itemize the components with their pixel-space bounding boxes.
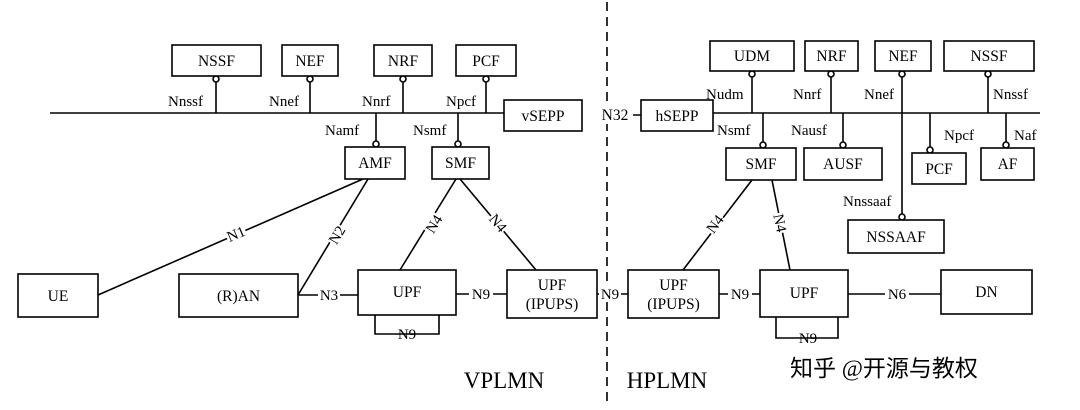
- interface-circles: [212, 70, 1010, 221]
- udm-label: UDM: [734, 48, 770, 65]
- h-smf-node[interactable]: SMF: [725, 147, 797, 181]
- watermark-text: 知乎 @开源与教权: [790, 356, 978, 381]
- n9-loop-v: [374, 315, 440, 335]
- vsepp-label: vSEPP: [521, 108, 564, 125]
- n9-v-loop-label: N9: [398, 327, 416, 343]
- v-upf-ipups-label-2: (IPUPS): [526, 296, 579, 313]
- n3-label: N3: [320, 288, 338, 304]
- ue-node[interactable]: UE: [17, 273, 99, 318]
- amf-node[interactable]: AMF: [344, 146, 406, 180]
- n9-v-label: N9: [472, 287, 490, 303]
- v-smf-label: SMF: [445, 155, 476, 172]
- h-upf-label: UPF: [790, 285, 819, 302]
- n32-label-bg: [597, 105, 633, 124]
- v-pcf-node[interactable]: PCF: [455, 44, 517, 77]
- v-smf-node[interactable]: SMF: [431, 146, 490, 180]
- dn-label: DN: [975, 284, 997, 301]
- dn-node[interactable]: DN: [940, 269, 1033, 315]
- h-smf-label: SMF: [745, 156, 776, 173]
- nssaaf-node[interactable]: NSSAAF: [847, 219, 945, 254]
- nssaaf-label: NSSAAF: [866, 229, 926, 246]
- n6-label-group: N6: [885, 286, 909, 303]
- h-nef-node[interactable]: NEF: [874, 40, 932, 72]
- udm-node[interactable]: UDM: [709, 40, 795, 72]
- h-upf-ipups-label-1: UPF: [659, 277, 688, 294]
- ausf-node[interactable]: AUSF: [803, 147, 883, 181]
- v-nssf-label: NSSF: [198, 53, 235, 70]
- n4-label-b: N4: [485, 211, 509, 236]
- n9-roam-label: N9: [601, 287, 619, 303]
- v-nef-node[interactable]: NEF: [281, 44, 339, 77]
- nnef-v-label: Nnef: [269, 94, 299, 110]
- n9-roam-label-group: N9: [599, 286, 621, 303]
- n9-label-v-group: N9: [469, 286, 493, 303]
- v-upf-ipups-node[interactable]: UPF (IPUPS): [506, 269, 598, 319]
- h-upf-node[interactable]: UPF: [759, 269, 849, 318]
- vsepp-node[interactable]: vSEPP: [503, 99, 583, 132]
- n9-h-loop-label: N9: [799, 331, 817, 347]
- ran-label: (R)AN: [217, 288, 260, 305]
- h-nssf-label: NSSF: [970, 48, 1007, 65]
- npcf-h-label: Npcf: [944, 128, 974, 144]
- v-nrf-label: NRF: [388, 53, 419, 70]
- n4-label-a-group: N4: [422, 211, 447, 237]
- h-nef-label: NEF: [888, 48, 918, 65]
- n9-loop-h: [775, 317, 839, 339]
- h-nrf-label: NRF: [816, 48, 847, 65]
- nnssf-v-label: Nnssf: [168, 94, 203, 110]
- h-upf-ipups-label-2: (IPUPS): [647, 296, 700, 313]
- nnef-h-label: Nnef: [864, 87, 894, 103]
- h-pcf-node[interactable]: PCF: [911, 152, 967, 185]
- v-nssf-node[interactable]: NSSF: [171, 44, 262, 77]
- n6-label: N6: [888, 287, 907, 303]
- ue-label: UE: [48, 288, 69, 305]
- n1-label: N1: [225, 224, 248, 246]
- ausf-label: AUSF: [823, 156, 863, 173]
- namf-label: Namf: [325, 123, 359, 139]
- amf-label: AMF: [358, 155, 392, 172]
- h-nrf-node[interactable]: NRF: [804, 40, 859, 72]
- naf-label: Naf: [1014, 128, 1037, 144]
- h-upf-ipups-node[interactable]: UPF (IPUPS): [627, 269, 720, 319]
- nudm-label: Nudm: [706, 87, 744, 103]
- hsepp-node[interactable]: hSEPP: [640, 99, 714, 132]
- npcf-v-label: Npcf: [446, 94, 476, 110]
- nsmf-v-label: Nsmf: [413, 123, 446, 139]
- v-nrf-node[interactable]: NRF: [373, 44, 433, 77]
- hplmn-label: HPLMN: [627, 368, 708, 393]
- h-pcf-label: PCF: [925, 161, 953, 178]
- nausf-label: Nausf: [791, 123, 827, 139]
- vplmn-label: VPLMN: [464, 368, 545, 393]
- af-node[interactable]: AF: [980, 147, 1035, 181]
- nnssaaf-label: Nnssaaf: [843, 194, 891, 210]
- n9-h-label: N9: [731, 287, 749, 303]
- nsmf-h-label: Nsmf: [717, 123, 750, 139]
- af-label: AF: [998, 156, 1018, 173]
- h-nssf-node[interactable]: NSSF: [943, 40, 1035, 72]
- n32-label: N32: [602, 107, 629, 124]
- v-upf-ipups-label-1: UPF: [538, 277, 567, 294]
- v-pcf-label: PCF: [472, 53, 500, 70]
- n4-label-a: N4: [423, 212, 447, 236]
- nnssf-h-label: Nnssf: [993, 87, 1028, 103]
- v-upf-label: UPF: [393, 284, 422, 301]
- nnrf-v-label: Nnrf: [362, 94, 390, 110]
- v-nef-label: NEF: [295, 53, 325, 70]
- n9-label-h-group: N9: [728, 286, 752, 303]
- n1-label-group: N1: [224, 223, 248, 246]
- ran-node[interactable]: (R)AN: [178, 273, 299, 318]
- v-upf-node[interactable]: UPF: [357, 269, 457, 316]
- n3-label-group: N3: [318, 287, 340, 304]
- nnrf-h-label: Nnrf: [793, 87, 821, 103]
- hsepp-label: hSEPP: [655, 108, 698, 125]
- n4-label-d-group: N4: [769, 211, 789, 235]
- n4-label-d: N4: [769, 213, 789, 235]
